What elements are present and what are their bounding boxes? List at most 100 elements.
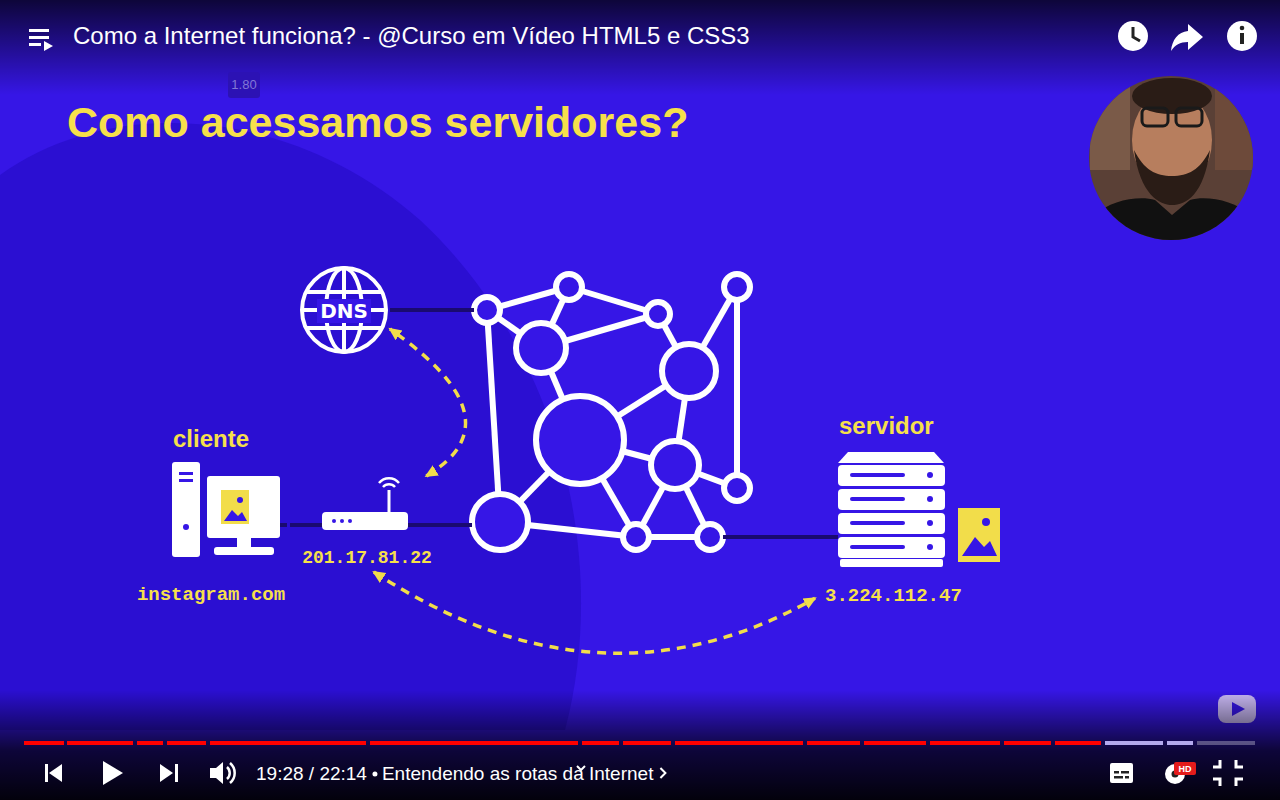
progress-played-part xyxy=(67,741,133,745)
node-text: 3.224.112.47 xyxy=(825,586,962,606)
player-controls-part xyxy=(49,764,62,782)
hd-text-box: HD xyxy=(1176,763,1194,775)
server-icon-part-part xyxy=(927,544,933,550)
dns-globe: DNS xyxy=(298,266,390,356)
chapter-title: Entendendo as rotas da Internet xyxy=(382,762,653,786)
client-computer: clienteinstagram.com xyxy=(132,425,290,605)
network-cloud-part-part xyxy=(536,396,624,484)
router-icon-part xyxy=(379,478,399,483)
network-cloud-part-part xyxy=(472,494,528,550)
network-wire-part xyxy=(723,535,838,539)
server-icon-part-part xyxy=(850,521,905,525)
network-cloud-part-part xyxy=(646,302,670,326)
player-controls-part xyxy=(227,767,230,779)
progress-played-part xyxy=(930,741,1000,745)
server-icon-part xyxy=(838,489,945,510)
player-controls-part xyxy=(1121,771,1129,774)
player-controls-part xyxy=(160,764,173,782)
bottom-bar xyxy=(0,690,1280,800)
dns-globe-icon-part xyxy=(306,290,382,294)
request-arrow xyxy=(374,572,815,653)
webcam-avatar-part-part xyxy=(1134,150,1210,205)
router-icon-part xyxy=(332,519,336,523)
progress-buffered-part xyxy=(1105,741,1163,745)
node-text: DNS xyxy=(317,299,371,323)
time-display-box: 19:28 / 22:14 xyxy=(256,762,367,786)
network-wire xyxy=(390,310,838,537)
share-icon-part xyxy=(1171,24,1203,51)
network-wire-part xyxy=(390,308,474,312)
server-icon-part-part xyxy=(850,497,905,501)
router-icon-part xyxy=(388,490,391,512)
server-icon-part-part xyxy=(850,473,905,477)
playlist-icon-part xyxy=(44,41,53,51)
playlist-icon-part xyxy=(29,29,49,32)
webcam-avatar-part xyxy=(1085,72,1260,250)
webcam-avatar-part-part xyxy=(1142,108,1168,126)
player-controls-part xyxy=(1125,776,1129,779)
progress-played-part xyxy=(582,741,619,745)
progress-played-part xyxy=(1004,741,1051,745)
router-icon-part xyxy=(348,519,352,523)
chapter-chevron xyxy=(660,768,665,778)
network-cloud-part-part xyxy=(724,274,750,300)
player-controls-part xyxy=(1236,760,1243,767)
computer-icon-part xyxy=(207,476,280,538)
server-icon-part-part xyxy=(927,520,933,526)
node-text: servidor xyxy=(839,412,934,440)
computer-icon-part xyxy=(179,479,193,482)
network-wire-part xyxy=(408,523,472,527)
computer-icon-part xyxy=(214,547,274,555)
player-controls-part xyxy=(1114,771,1119,774)
progress-played-part xyxy=(137,741,163,745)
webcam-avatar-part-part xyxy=(1090,198,1255,250)
network-cloud xyxy=(472,274,750,550)
computer-icon-part xyxy=(221,490,249,524)
watch-later-icon-part xyxy=(1118,21,1148,51)
info-icon-part xyxy=(1240,26,1245,31)
player-controls-part xyxy=(210,762,223,784)
hd-text: HD xyxy=(1176,763,1194,775)
playback-speed: 1.80 xyxy=(228,72,260,98)
progress-played-part xyxy=(210,741,366,745)
progress-buffered-part xyxy=(1167,741,1193,745)
webcam-avatar-part-part xyxy=(1176,108,1202,126)
player-controls xyxy=(45,760,1243,786)
home-router: 201.17.81.22 xyxy=(298,476,436,572)
node-text: cliente xyxy=(173,425,249,453)
server-icon-part xyxy=(838,452,944,463)
network-cloud-part-part xyxy=(697,524,723,550)
webcam-avatar-part-part xyxy=(1090,80,1130,170)
player-controls-part xyxy=(1236,779,1243,786)
progress-played-part xyxy=(623,741,671,745)
top-bar-part xyxy=(0,0,1280,95)
progress-played-part xyxy=(370,741,578,745)
server-icon-part-part xyxy=(927,472,933,478)
network-cable xyxy=(290,523,298,527)
player-controls-part xyxy=(175,764,178,782)
server-icon-part-part xyxy=(850,545,905,549)
background-blob xyxy=(0,123,581,730)
playlist-icon-part xyxy=(29,36,49,39)
server-icon-part xyxy=(850,472,933,550)
progress-played-part xyxy=(807,741,860,745)
network-cloud-part xyxy=(472,274,750,550)
server-icon-part xyxy=(838,465,945,486)
server-icon-part xyxy=(840,559,943,567)
separator-dot xyxy=(372,772,377,777)
network-cloud-part-part xyxy=(662,344,716,398)
router-icon-part xyxy=(322,512,408,530)
slide-title: Como acessamos servidores? xyxy=(67,96,688,148)
share-icon xyxy=(1171,24,1203,51)
player-controls-part xyxy=(1110,763,1133,783)
player-controls-part xyxy=(103,761,123,785)
server-icon xyxy=(838,452,1000,567)
progress-played-part xyxy=(24,741,64,745)
computer-icon-part xyxy=(183,524,189,530)
player-controls-part xyxy=(1114,776,1123,779)
computer-icon-part xyxy=(237,497,243,503)
computer-icon-part xyxy=(179,472,193,475)
network-cloud-part-part xyxy=(474,297,500,323)
playlist-icon xyxy=(29,29,53,51)
